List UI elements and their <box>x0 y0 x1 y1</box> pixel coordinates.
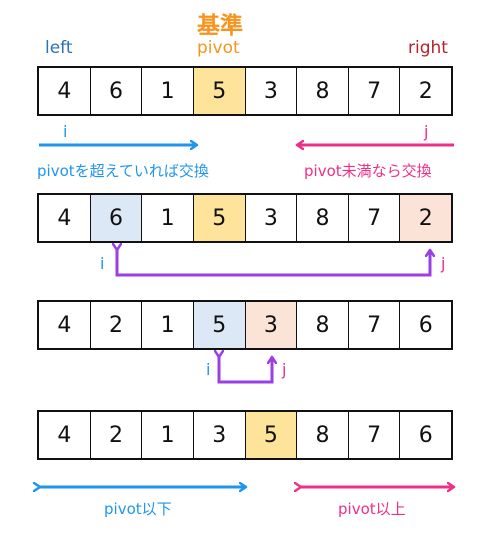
j-pointer-label-3: j <box>282 360 287 379</box>
swap-bracket-1 <box>117 250 430 277</box>
array-cell: 1 <box>142 412 194 458</box>
right-rule-text: pivot未満なら交換 <box>304 162 432 180</box>
array-cell: 7 <box>349 412 401 458</box>
array-cell: 7 <box>349 68 401 114</box>
array-cell: 4 <box>39 195 91 241</box>
array-cell: 4 <box>39 68 91 114</box>
swap-bracket-2 <box>219 357 272 384</box>
i-pointer-label-2: i <box>100 254 105 273</box>
array-cell: 6 <box>90 195 143 241</box>
array-cell: 8 <box>297 195 349 241</box>
array-cell: 5 <box>193 68 246 114</box>
kijun-title: 基準 <box>197 13 243 39</box>
right-header-label: right <box>408 38 448 58</box>
array-cell: 3 <box>245 302 298 348</box>
array-cell: 5 <box>245 412 298 458</box>
array-cell: 1 <box>142 302 194 348</box>
pivot-upper-text: pivot以上 <box>338 500 406 518</box>
array-cell: 8 <box>297 302 349 348</box>
array-cell: 3 <box>246 68 298 114</box>
array-cell: 2 <box>91 412 143 458</box>
j-pointer-label-2: j <box>441 254 446 273</box>
array-cell: 8 <box>297 412 349 458</box>
j-pointer-label-1: j <box>424 122 429 141</box>
array-cell: 1 <box>142 195 194 241</box>
array-cell: 4 <box>39 412 91 458</box>
array-cell: 5 <box>193 195 246 241</box>
array-cell: 8 <box>297 68 349 114</box>
array-cell: 2 <box>418 78 433 104</box>
array-cell: 5 <box>193 302 246 348</box>
pivot-header-label: pivot <box>197 38 240 58</box>
array-cell: 2 <box>91 302 143 348</box>
pivot-lower-text: pivot以下 <box>104 500 172 518</box>
array-cell: 6 <box>418 312 433 338</box>
array-cell: 6 <box>91 68 143 114</box>
array-cell: 7 <box>349 302 401 348</box>
array-cell: 3 <box>246 195 298 241</box>
array-cell: 2 <box>400 195 451 241</box>
i-pointer-label-3: i <box>206 360 211 379</box>
left-header-label: left <box>45 38 73 58</box>
array-cell: 3 <box>194 412 246 458</box>
i-pointer-label-1: i <box>63 122 68 141</box>
array-cell: 4 <box>39 302 91 348</box>
left-rule-text: pivotを超えていれば交換 <box>37 162 209 180</box>
array-cell: 7 <box>349 195 401 241</box>
array-cell: 6 <box>418 422 433 448</box>
array-cell: 1 <box>142 68 194 114</box>
